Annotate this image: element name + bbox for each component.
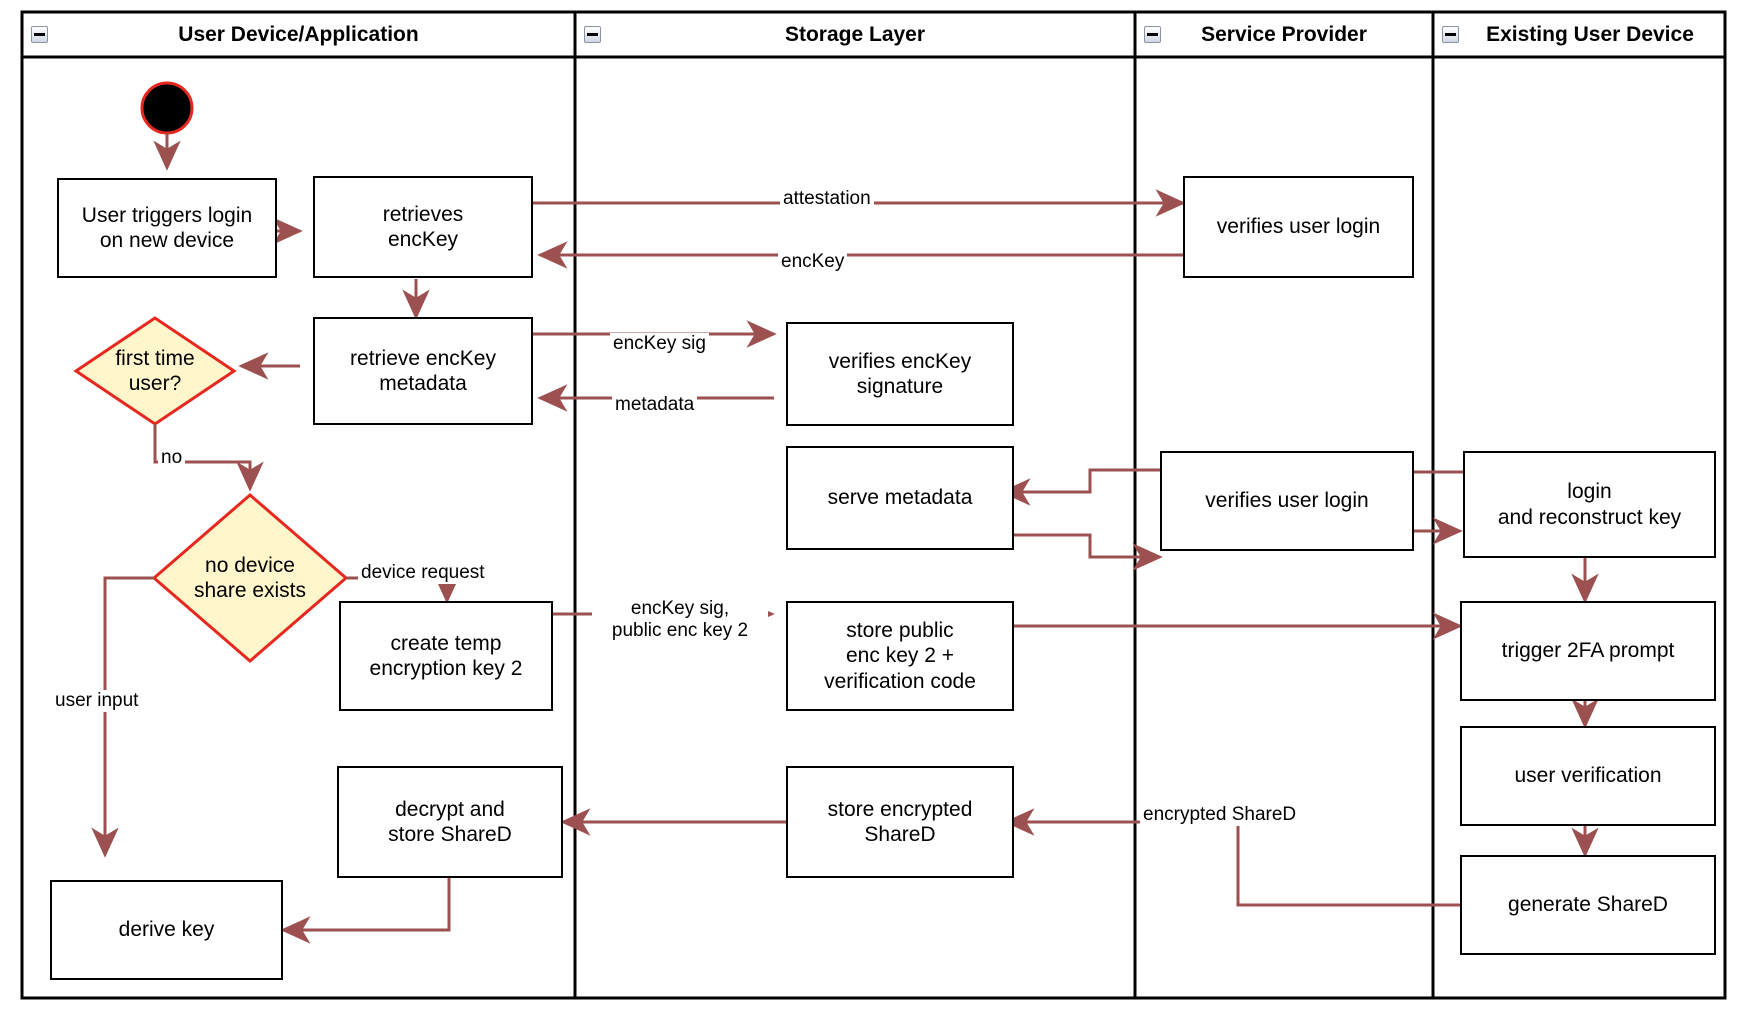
lane-title-user-device: User Device/Application	[178, 22, 419, 46]
decision-first-time-user-shape	[73, 316, 237, 426]
lane-title-existing-device: Existing User Device	[1486, 22, 1694, 46]
edge-no-path	[153, 424, 264, 492]
node-verifies-user-login-1[interactable]: verifies user login	[1183, 176, 1414, 278]
decision-no-device-share-shape	[151, 493, 349, 663]
edge-label-device-request: device request	[358, 562, 488, 584]
node-decrypt-and-store-shared[interactable]: decrypt and store ShareD	[337, 766, 563, 878]
node-derive-key[interactable]: derive key	[50, 880, 283, 980]
edge-encrypted-shared-path	[1004, 808, 1473, 907]
lane-title-storage: Storage Layer	[784, 22, 926, 46]
node-store-public-enc-key-2[interactable]: store public enc key 2 + verification co…	[786, 601, 1014, 711]
node-user-verification[interactable]: user verification	[1460, 726, 1716, 826]
edge-decrypt-to-derive-path	[280, 878, 451, 944]
lane-collapse-icon-storage[interactable]	[584, 26, 601, 43]
node-trigger-2fa-prompt[interactable]: trigger 2FA prompt	[1460, 601, 1716, 701]
edge-label-encrypted-shared: encrypted ShareD	[1140, 804, 1300, 826]
edge-label-metadata: metadata	[612, 394, 698, 416]
lane-collapse-icon-service-provider[interactable]	[1144, 26, 1161, 43]
node-retrieves-enckey[interactable]: retrieves encKey	[313, 176, 533, 278]
lane-title-service-provider: Service Provider	[1201, 22, 1367, 46]
edge-sp-to-serve-path	[1000, 468, 1160, 506]
edge-label-user-input: user input	[52, 690, 142, 712]
node-verifies-user-login-2[interactable]: verifies user login	[1160, 451, 1414, 551]
edge-user-input-path	[91, 576, 154, 858]
node-generate-shared[interactable]: generate ShareD	[1460, 855, 1716, 955]
edge-serve-to-sp-path	[1003, 533, 1163, 571]
node-create-temp-encryption-key-2[interactable]: create temp encryption key 2	[339, 601, 553, 711]
initial-node	[140, 81, 194, 135]
lane-collapse-icon-existing-device[interactable]	[1442, 26, 1459, 43]
node-store-encrypted-shared[interactable]: store encrypted ShareD	[786, 766, 1014, 878]
edge-label-enckey-sig-public-enc-key-2: encKey sig, public enc key 2	[592, 598, 768, 642]
edge-label-no: no	[158, 447, 186, 469]
lane-collapse-icon-user-device[interactable]	[31, 26, 48, 43]
edge-label-enckey: encKey	[778, 251, 848, 273]
node-serve-metadata[interactable]: serve metadata	[786, 446, 1014, 550]
node-verifies-enckey-signature[interactable]: verifies encKey signature	[786, 322, 1014, 426]
edge-label-attestation: attestation	[780, 188, 874, 210]
edge-label-enckey-sig: encKey sig	[610, 333, 709, 355]
node-user-triggers-login[interactable]: User triggers login on new device	[57, 178, 277, 278]
node-login-and-reconstruct-key[interactable]: login and reconstruct key	[1463, 451, 1716, 558]
node-retrieve-enckey-metadata[interactable]: retrieve encKey metadata	[313, 317, 533, 425]
